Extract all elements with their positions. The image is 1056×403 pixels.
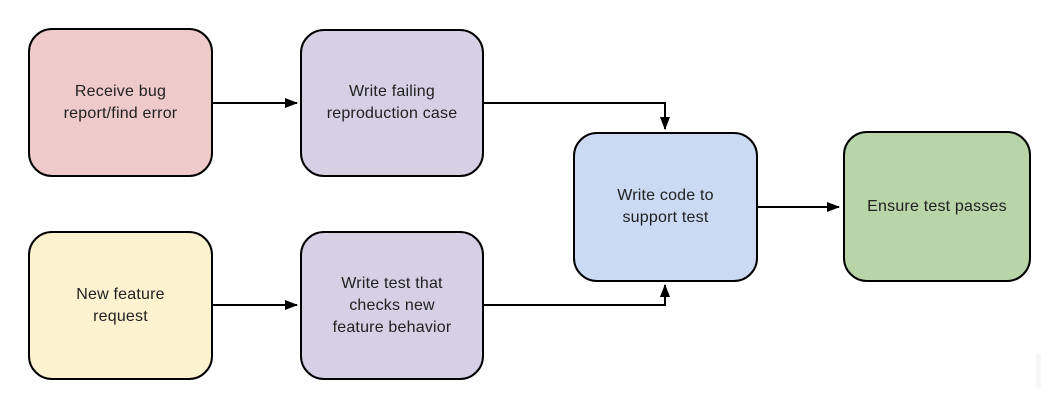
- node-new-feature-request: New feature request: [28, 231, 213, 380]
- node-label-write-failing-reproduction-case: Write failing reproduction case: [326, 83, 458, 122]
- node-label-ensure-test-passes: Ensure test passes: [867, 197, 1007, 215]
- node-label-receive-bug-report: Receive bug report/find error: [63, 82, 178, 122]
- node-ensure-test-passes: Ensure test passes: [843, 131, 1031, 282]
- node-label-write-test-checks-new-feature: Write test that checks new feature behav…: [332, 274, 452, 336]
- node-write-test-checks-new-feature: Write test that checks new feature behav…: [300, 231, 484, 380]
- node-receive-bug-report: Receive bug report/find error: [28, 28, 213, 177]
- node-label-new-feature-request: New feature request: [76, 285, 165, 325]
- arrow-repro-to-code: [484, 102, 670, 130]
- arrow-test-to-code: [484, 284, 670, 306]
- scrollbar-fragment: [1036, 353, 1041, 388]
- node-write-failing-reproduction-case: Write failing reproduction case: [300, 29, 484, 177]
- node-label-write-code-to-support-test: Write code to support test: [617, 187, 714, 226]
- node-write-code-to-support-test: Write code to support test: [573, 132, 758, 282]
